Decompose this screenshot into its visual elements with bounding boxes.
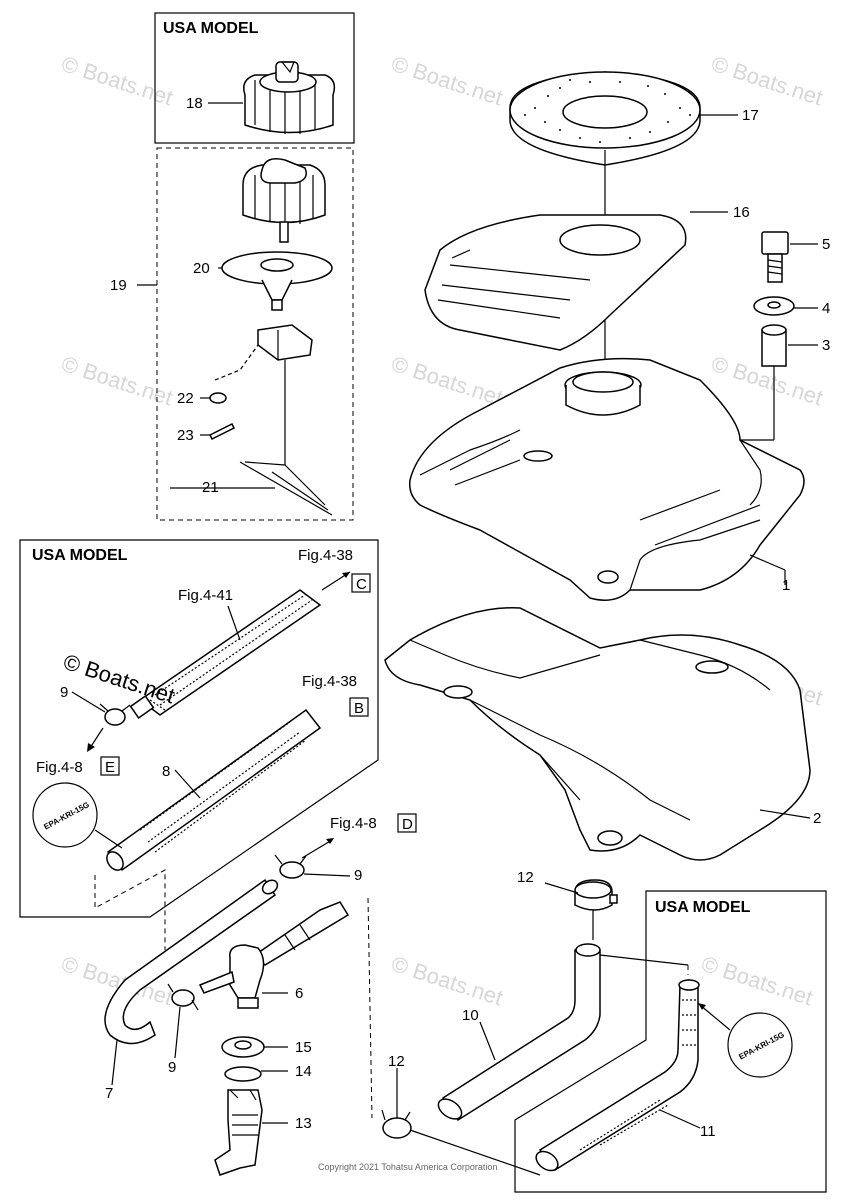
hose-fig-4-41 <box>129 589 322 719</box>
label-10: 10 <box>462 1007 479 1024</box>
clamp-12-top <box>574 879 618 911</box>
epa-label-left: EPA-KRI-15G <box>42 800 90 831</box>
washer-15 <box>221 1036 265 1058</box>
collar-3 <box>761 324 787 367</box>
epa-badge-left <box>32 782 98 848</box>
label-9-middle: 9 <box>354 867 362 884</box>
label-23: 23 <box>177 427 194 444</box>
bolt-5 <box>761 231 789 283</box>
hose-7 <box>104 878 279 1045</box>
fuel-tank-lower-2 <box>384 607 811 861</box>
clamp-9-middle <box>274 854 307 879</box>
label-15: 15 <box>295 1039 312 1056</box>
ref-b: B <box>354 700 364 717</box>
fig-4-8-right: Fig.4-8 <box>330 815 377 832</box>
label-8: 8 <box>162 763 170 780</box>
copyright-text: Copyright 2021 Tohatsu America Corporati… <box>318 1162 497 1172</box>
label-19: 19 <box>110 277 127 294</box>
watermark: © Boats.net <box>388 351 505 410</box>
label-12-top: 12 <box>517 869 534 886</box>
ref-d: D <box>402 816 413 833</box>
watermark: © Boats.net <box>388 51 505 110</box>
hose-11 <box>535 979 700 1172</box>
clamp-9-bottom <box>167 983 199 1011</box>
usa-model-fuel-title: USA MODEL <box>655 899 751 916</box>
label-2: 2 <box>813 810 821 827</box>
watermark: © Boats.net <box>58 51 175 110</box>
filter-20 <box>221 251 333 311</box>
label-14: 14 <box>295 1063 312 1080</box>
clamp-9-top <box>99 703 131 726</box>
usa-model-cap-box <box>154 12 355 144</box>
washer-4 <box>753 296 795 316</box>
connector-13 <box>214 1089 263 1176</box>
washer-22 <box>209 392 227 404</box>
usa-model-fuel-hose-box <box>514 890 827 1193</box>
ref-c: C <box>356 576 367 593</box>
gasket-16 <box>424 214 687 351</box>
foam-pad-17 <box>509 71 701 166</box>
hose-10 <box>437 943 601 1122</box>
label-13: 13 <box>295 1115 312 1132</box>
label-21: 21 <box>202 479 219 496</box>
fuel-gauge-21 <box>239 324 333 516</box>
label-7: 7 <box>105 1085 113 1102</box>
usa-model-hose-box <box>19 539 379 918</box>
label-6: 6 <box>295 985 303 1002</box>
main-watermark: © Boats.net <box>60 649 177 708</box>
label-11: 11 <box>700 1123 716 1140</box>
ref-e: E <box>105 759 115 776</box>
label-20: 20 <box>193 260 210 277</box>
label-18: 18 <box>186 95 203 112</box>
label-17: 17 <box>742 107 759 124</box>
fuel-cap-19 <box>242 158 326 243</box>
watermark: © Boats.net <box>708 51 825 110</box>
o-ring-14 <box>224 1066 262 1082</box>
fuel-joint-6 <box>198 901 350 1009</box>
epa-badge-right <box>727 1012 793 1078</box>
fig-4-8-left: Fig.4-8 <box>36 759 83 776</box>
ref-box-d <box>397 813 417 833</box>
label-9-top: 9 <box>60 684 68 701</box>
ref-box-e <box>100 756 120 776</box>
part-19-assembly-box <box>156 147 354 521</box>
label-22: 22 <box>177 390 194 407</box>
ref-box-c <box>351 573 371 593</box>
hose-8 <box>106 708 322 872</box>
epa-label-right: EPA-KRI-15G <box>737 1030 785 1061</box>
ref-box-b <box>349 697 369 717</box>
label-5: 5 <box>822 236 830 253</box>
pin-23 <box>208 422 236 441</box>
watermark: © Boats.net <box>698 951 815 1010</box>
usa-model-hose-title: USA MODEL <box>32 547 128 564</box>
watermark: © Boats.net <box>58 351 175 410</box>
label-16: 16 <box>733 204 750 221</box>
label-1: 1 <box>782 577 790 594</box>
fig-4-41: Fig.4-41 <box>178 587 233 604</box>
fuel-tank-upper-1 <box>408 357 805 601</box>
fuel-cap-18 <box>243 61 336 134</box>
label-9-bottom: 9 <box>168 1059 176 1076</box>
watermark: © Boats.net <box>388 951 505 1010</box>
fig-4-38-top: Fig.4-38 <box>298 547 353 564</box>
label-12-bottom: 12 <box>388 1053 405 1070</box>
fig-4-38-mid: Fig.4-38 <box>302 673 357 690</box>
label-4: 4 <box>822 300 830 317</box>
label-3: 3 <box>822 337 830 354</box>
usa-model-cap-title: USA MODEL <box>163 20 259 37</box>
